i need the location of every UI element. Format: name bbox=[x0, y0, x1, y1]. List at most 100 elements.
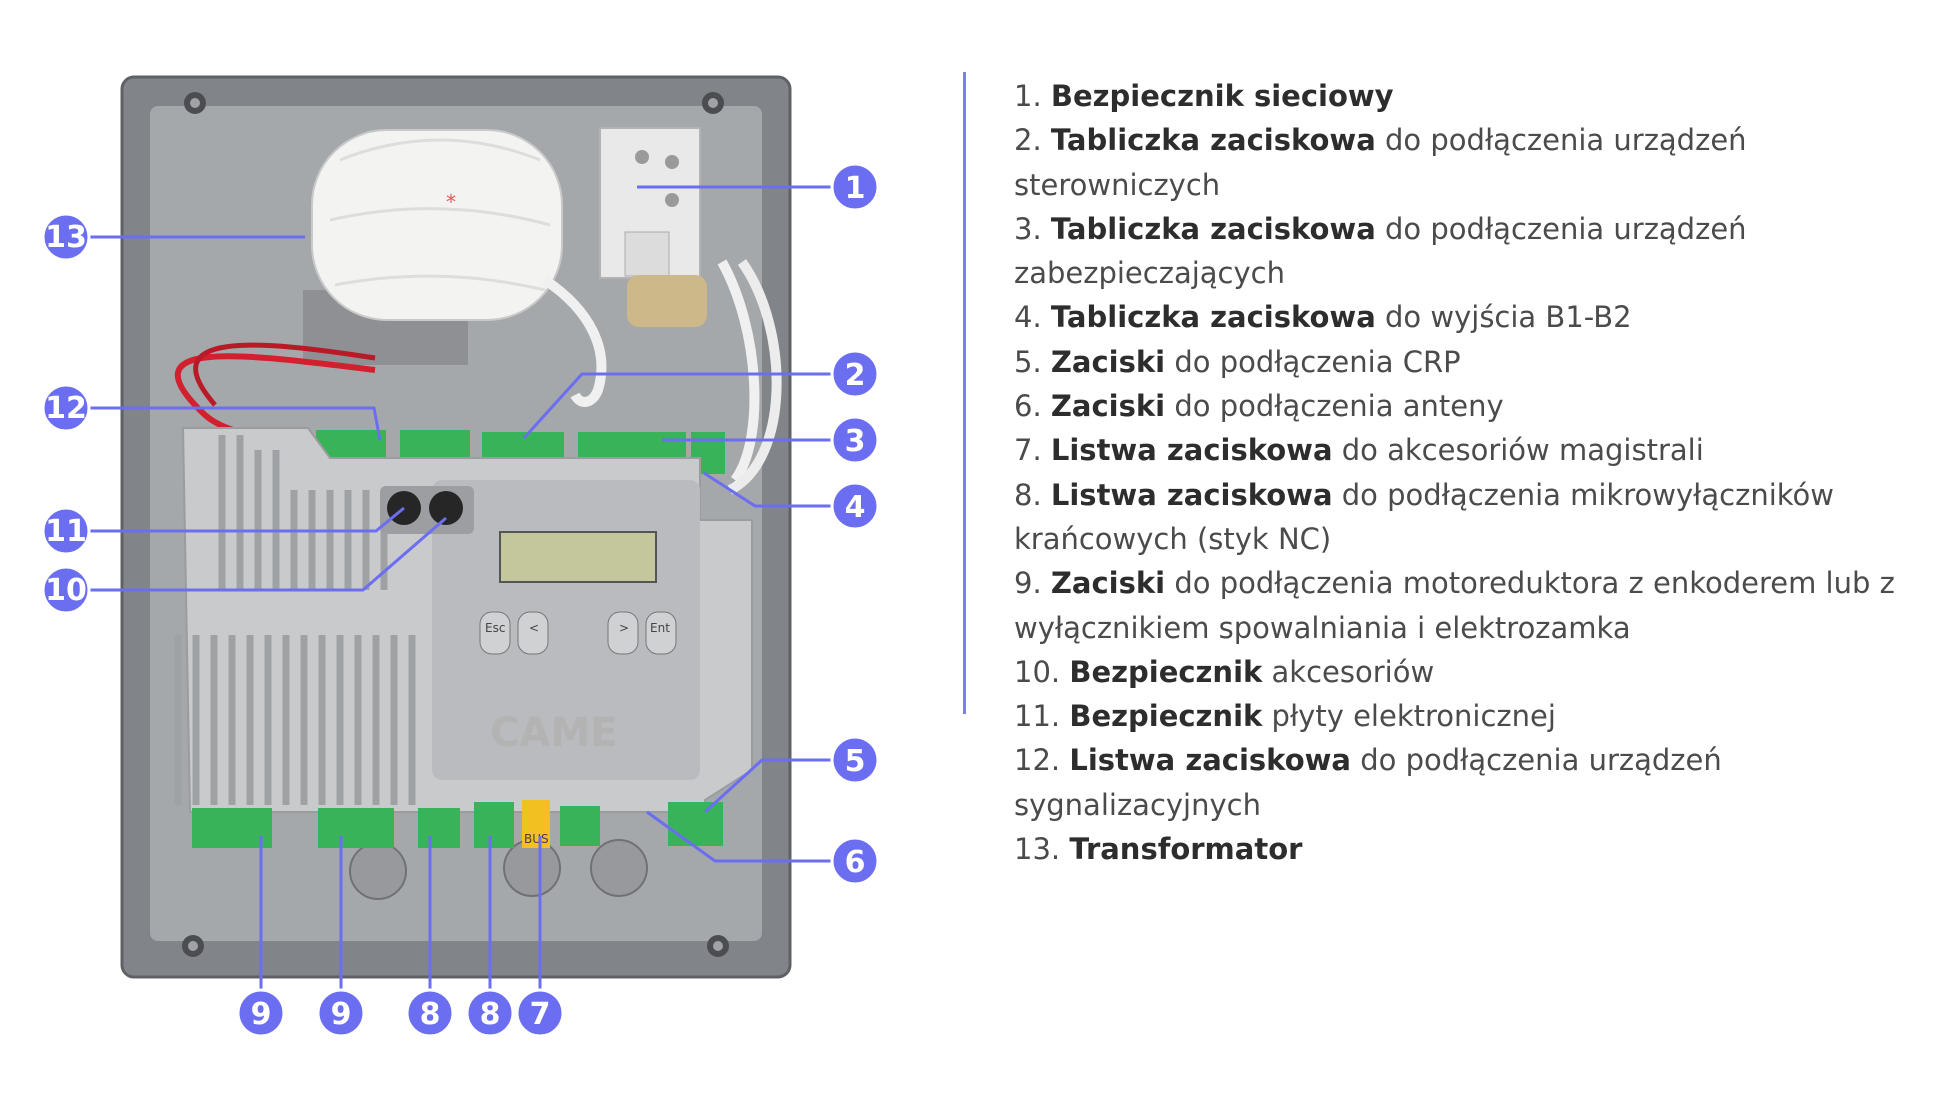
legend-number: 6. bbox=[1014, 389, 1042, 424]
callout-8: 8 bbox=[405, 988, 455, 1038]
key-right-button: > bbox=[607, 611, 639, 655]
legend-item: 8. Listwa zaciskowa do podłączenia mikro… bbox=[1014, 473, 1944, 562]
lcd-display bbox=[499, 531, 657, 583]
legend-term: Listwa zaciskowa bbox=[1050, 477, 1333, 512]
callout-1: 1 bbox=[830, 162, 880, 212]
mains-terminal-screw bbox=[665, 155, 679, 169]
callout-8-label: 8 bbox=[480, 997, 501, 1032]
mains-terminal-screw bbox=[635, 150, 649, 164]
legend-desc: do podłączenia anteny bbox=[1165, 389, 1504, 424]
legend-term: Transformator bbox=[1069, 832, 1303, 867]
legend-term: Zaciski bbox=[1050, 566, 1166, 601]
legend-item: 6. Zaciski do podłączenia anteny bbox=[1014, 384, 1944, 428]
cable-entry bbox=[503, 839, 561, 897]
legend-term: Listwa zaciskowa bbox=[1050, 433, 1333, 468]
callout-11: 11 bbox=[41, 506, 91, 556]
terminal-block-8a bbox=[418, 808, 460, 848]
control-unit-diagram: * Esc < bbox=[41, 75, 880, 1038]
legend-number: 9. bbox=[1014, 566, 1042, 601]
legend-divider bbox=[963, 72, 966, 714]
callout-4: 4 bbox=[830, 481, 880, 531]
legend-desc: do wyjścia B1-B2 bbox=[1375, 300, 1632, 335]
callout-8-label: 8 bbox=[420, 997, 441, 1032]
callout-11-label: 11 bbox=[45, 514, 87, 549]
legend-number: 3. bbox=[1014, 211, 1042, 246]
terminal-block-9a bbox=[192, 808, 272, 848]
legend-desc: do podłączenia CRP bbox=[1165, 344, 1461, 379]
legend-item: 3. Tabliczka zaciskowa do podłączenia ur… bbox=[1014, 207, 1944, 296]
legend-term: Listwa zaciskowa bbox=[1069, 743, 1351, 778]
callout-3-label: 3 bbox=[845, 424, 866, 459]
legend-number: 5. bbox=[1014, 344, 1042, 379]
callout-5-label: 5 bbox=[845, 744, 866, 779]
legend-term: Bezpiecznik bbox=[1069, 654, 1263, 689]
callout-4-label: 4 bbox=[845, 490, 866, 525]
callout-13-label: 13 bbox=[45, 220, 87, 255]
callout-6: 6 bbox=[830, 836, 880, 886]
cable-gland bbox=[627, 275, 707, 327]
heatsink-upper bbox=[218, 435, 388, 590]
brand-logo: CAME bbox=[490, 710, 617, 756]
callout-5: 5 bbox=[830, 735, 880, 785]
heatsink-lower bbox=[174, 635, 416, 805]
legend-term: Bezpiecznik bbox=[1069, 699, 1263, 734]
legend-item: 5. Zaciski do podłączenia CRP bbox=[1014, 340, 1944, 384]
terminal-block-8b bbox=[474, 802, 514, 848]
legend-term: Bezpiecznik sieciowy bbox=[1050, 79, 1394, 113]
legend-desc: do podłączenia urządzeń sygnalizacyjnych bbox=[1014, 743, 1722, 822]
transformer bbox=[311, 129, 563, 321]
bus-terminal bbox=[522, 800, 550, 848]
legend-desc: akcesoriów bbox=[1262, 654, 1435, 689]
callout-1-label: 1 bbox=[845, 171, 866, 206]
legend-desc: do podłączenia urządzeń zabezpieczającyc… bbox=[1014, 211, 1747, 291]
fuse-accessories bbox=[429, 491, 463, 525]
key-left-button: < bbox=[517, 611, 549, 655]
callout-7-label: 7 bbox=[530, 997, 551, 1032]
legend-number: 8. bbox=[1014, 477, 1042, 512]
white-wire bbox=[717, 259, 760, 483]
legend-term: Zaciski bbox=[1050, 389, 1166, 424]
callout-9-label: 9 bbox=[251, 997, 272, 1032]
screw-hole-top-left bbox=[184, 92, 206, 114]
legend-item: 11. Bezpiecznik płyty elektronicznej bbox=[1014, 694, 1944, 738]
legend-number: 1. bbox=[1014, 79, 1042, 113]
legend-desc: płyty elektronicznej bbox=[1262, 699, 1556, 734]
legend-number: 10. bbox=[1014, 654, 1061, 689]
mains-terminal-ground bbox=[624, 231, 670, 277]
cable-entry bbox=[349, 842, 407, 900]
transformer-mark: * bbox=[446, 190, 456, 214]
key-right-label: > bbox=[619, 621, 629, 635]
legend-desc: do podłączenia mikrowyłączników krańcowy… bbox=[1014, 477, 1834, 556]
red-wire bbox=[193, 342, 376, 407]
legend-item: 10. Bezpiecznik akcesoriów bbox=[1014, 650, 1944, 694]
callout-2: 2 bbox=[830, 349, 880, 399]
cable-entry bbox=[590, 839, 648, 897]
legend-number: 2. bbox=[1014, 123, 1042, 158]
legend-desc: do akcesoriów magistrali bbox=[1332, 433, 1704, 468]
legend-number: 4. bbox=[1014, 300, 1042, 335]
terminal-block-9b bbox=[318, 808, 394, 848]
callout-10: 10 bbox=[41, 565, 91, 615]
legend-number: 11. bbox=[1014, 699, 1061, 734]
legend-term: Tabliczka zaciskowa bbox=[1050, 123, 1376, 158]
legend-item: 1. Bezpiecznik sieciowy bbox=[1014, 74, 1944, 118]
white-wire bbox=[727, 259, 782, 495]
leader-lines bbox=[87, 185, 838, 1005]
legend-term: Zaciski bbox=[1050, 344, 1166, 379]
key-esc-button: Esc bbox=[479, 611, 511, 655]
legend-desc: do podłączenia motoreduktora z enkoderem… bbox=[1014, 566, 1895, 645]
callout-13: 13 bbox=[41, 212, 91, 262]
callout-8: 8 bbox=[465, 988, 515, 1038]
transformer-winding bbox=[329, 138, 551, 292]
callout-9: 9 bbox=[316, 988, 366, 1038]
callout-12-label: 12 bbox=[45, 391, 87, 426]
callout-12: 12 bbox=[41, 383, 91, 433]
terminal-block-6 bbox=[560, 806, 600, 846]
legend-list: 1. Bezpiecznik sieciowy 2. Tabliczka zac… bbox=[1014, 74, 1944, 871]
terminal-block-5 bbox=[668, 802, 723, 846]
legend-number: 12. bbox=[1014, 743, 1061, 778]
key-enter-label: Ent bbox=[650, 621, 670, 635]
legend-item: 9. Zaciski do podłączenia motoreduktora … bbox=[1014, 561, 1944, 650]
legend-item: 12. Listwa zaciskowa do podłączenia urzą… bbox=[1014, 738, 1944, 827]
callout-9-label: 9 bbox=[331, 997, 352, 1032]
